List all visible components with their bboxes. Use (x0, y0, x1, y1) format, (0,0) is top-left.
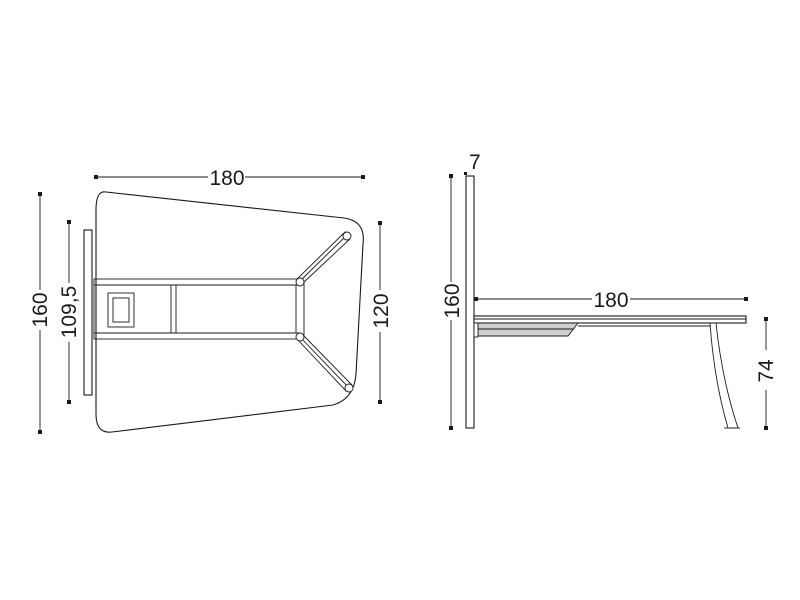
top-view-legs (295, 231, 354, 393)
dim-label-table-height: 74 (755, 359, 778, 383)
dim-label-width: 180 (209, 167, 244, 190)
dim-label-depth: 160 (29, 292, 52, 327)
dim-label-thickness: 7 (469, 151, 481, 174)
dim-label-right: 120 (370, 293, 393, 328)
side-dim-length: 180 (474, 289, 748, 312)
side-view-panel (465, 175, 475, 429)
top-view-panel (83, 229, 93, 396)
side-view-beam (477, 322, 579, 337)
top-view-frame (93, 278, 305, 340)
dim-label-length: 180 (593, 289, 628, 312)
dim-label-panel: 109,5 (58, 286, 81, 339)
dim-label-panel-height: 160 (441, 283, 464, 318)
side-view-leg (709, 322, 739, 429)
side-view-tabletop (473, 315, 747, 324)
top-dim-depth: 160 (29, 192, 52, 434)
top-dim-width: 180 (94, 167, 365, 190)
cable-grommet (107, 292, 135, 328)
side-dim-table-height: 74 (755, 317, 778, 430)
side-dim-thickness: 7 (464, 151, 481, 175)
top-dim-panel: 109,5 (58, 220, 81, 404)
top-view-tabletop (95, 191, 364, 433)
side-dim-panel-height: 160 (441, 174, 464, 430)
top-view: 180 160 109,5 120 (29, 167, 393, 434)
side-view: 7 160 180 74 (441, 151, 778, 430)
top-dim-right: 120 (370, 221, 393, 404)
